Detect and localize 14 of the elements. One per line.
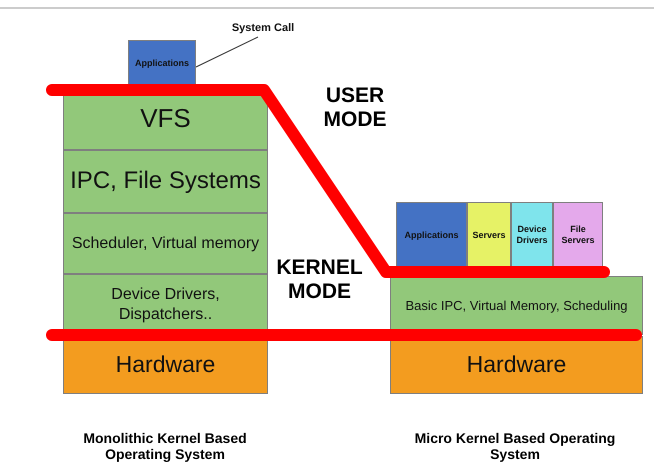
layer-box: Device Drivers xyxy=(511,202,553,268)
layer-box: Applications xyxy=(128,40,196,86)
caption-text: Monolithic Kernel Based Operating System xyxy=(82,430,248,462)
layer-box: Applications xyxy=(396,202,467,268)
layer-box: IPC, File Systems xyxy=(63,150,268,213)
layer-box: Servers xyxy=(467,202,511,268)
layer-box: File Servers xyxy=(553,202,603,268)
layer-box: Hardware xyxy=(390,336,643,394)
leader-line xyxy=(196,36,258,68)
mode-label: USER MODE xyxy=(322,84,388,132)
caption-text: Micro Kernel Based Operating System xyxy=(414,430,616,462)
callout-text: System Call xyxy=(228,20,298,38)
mode-label: KERNEL MODE xyxy=(275,256,364,304)
layer-box: Scheduler, Virtual memory xyxy=(63,213,268,274)
